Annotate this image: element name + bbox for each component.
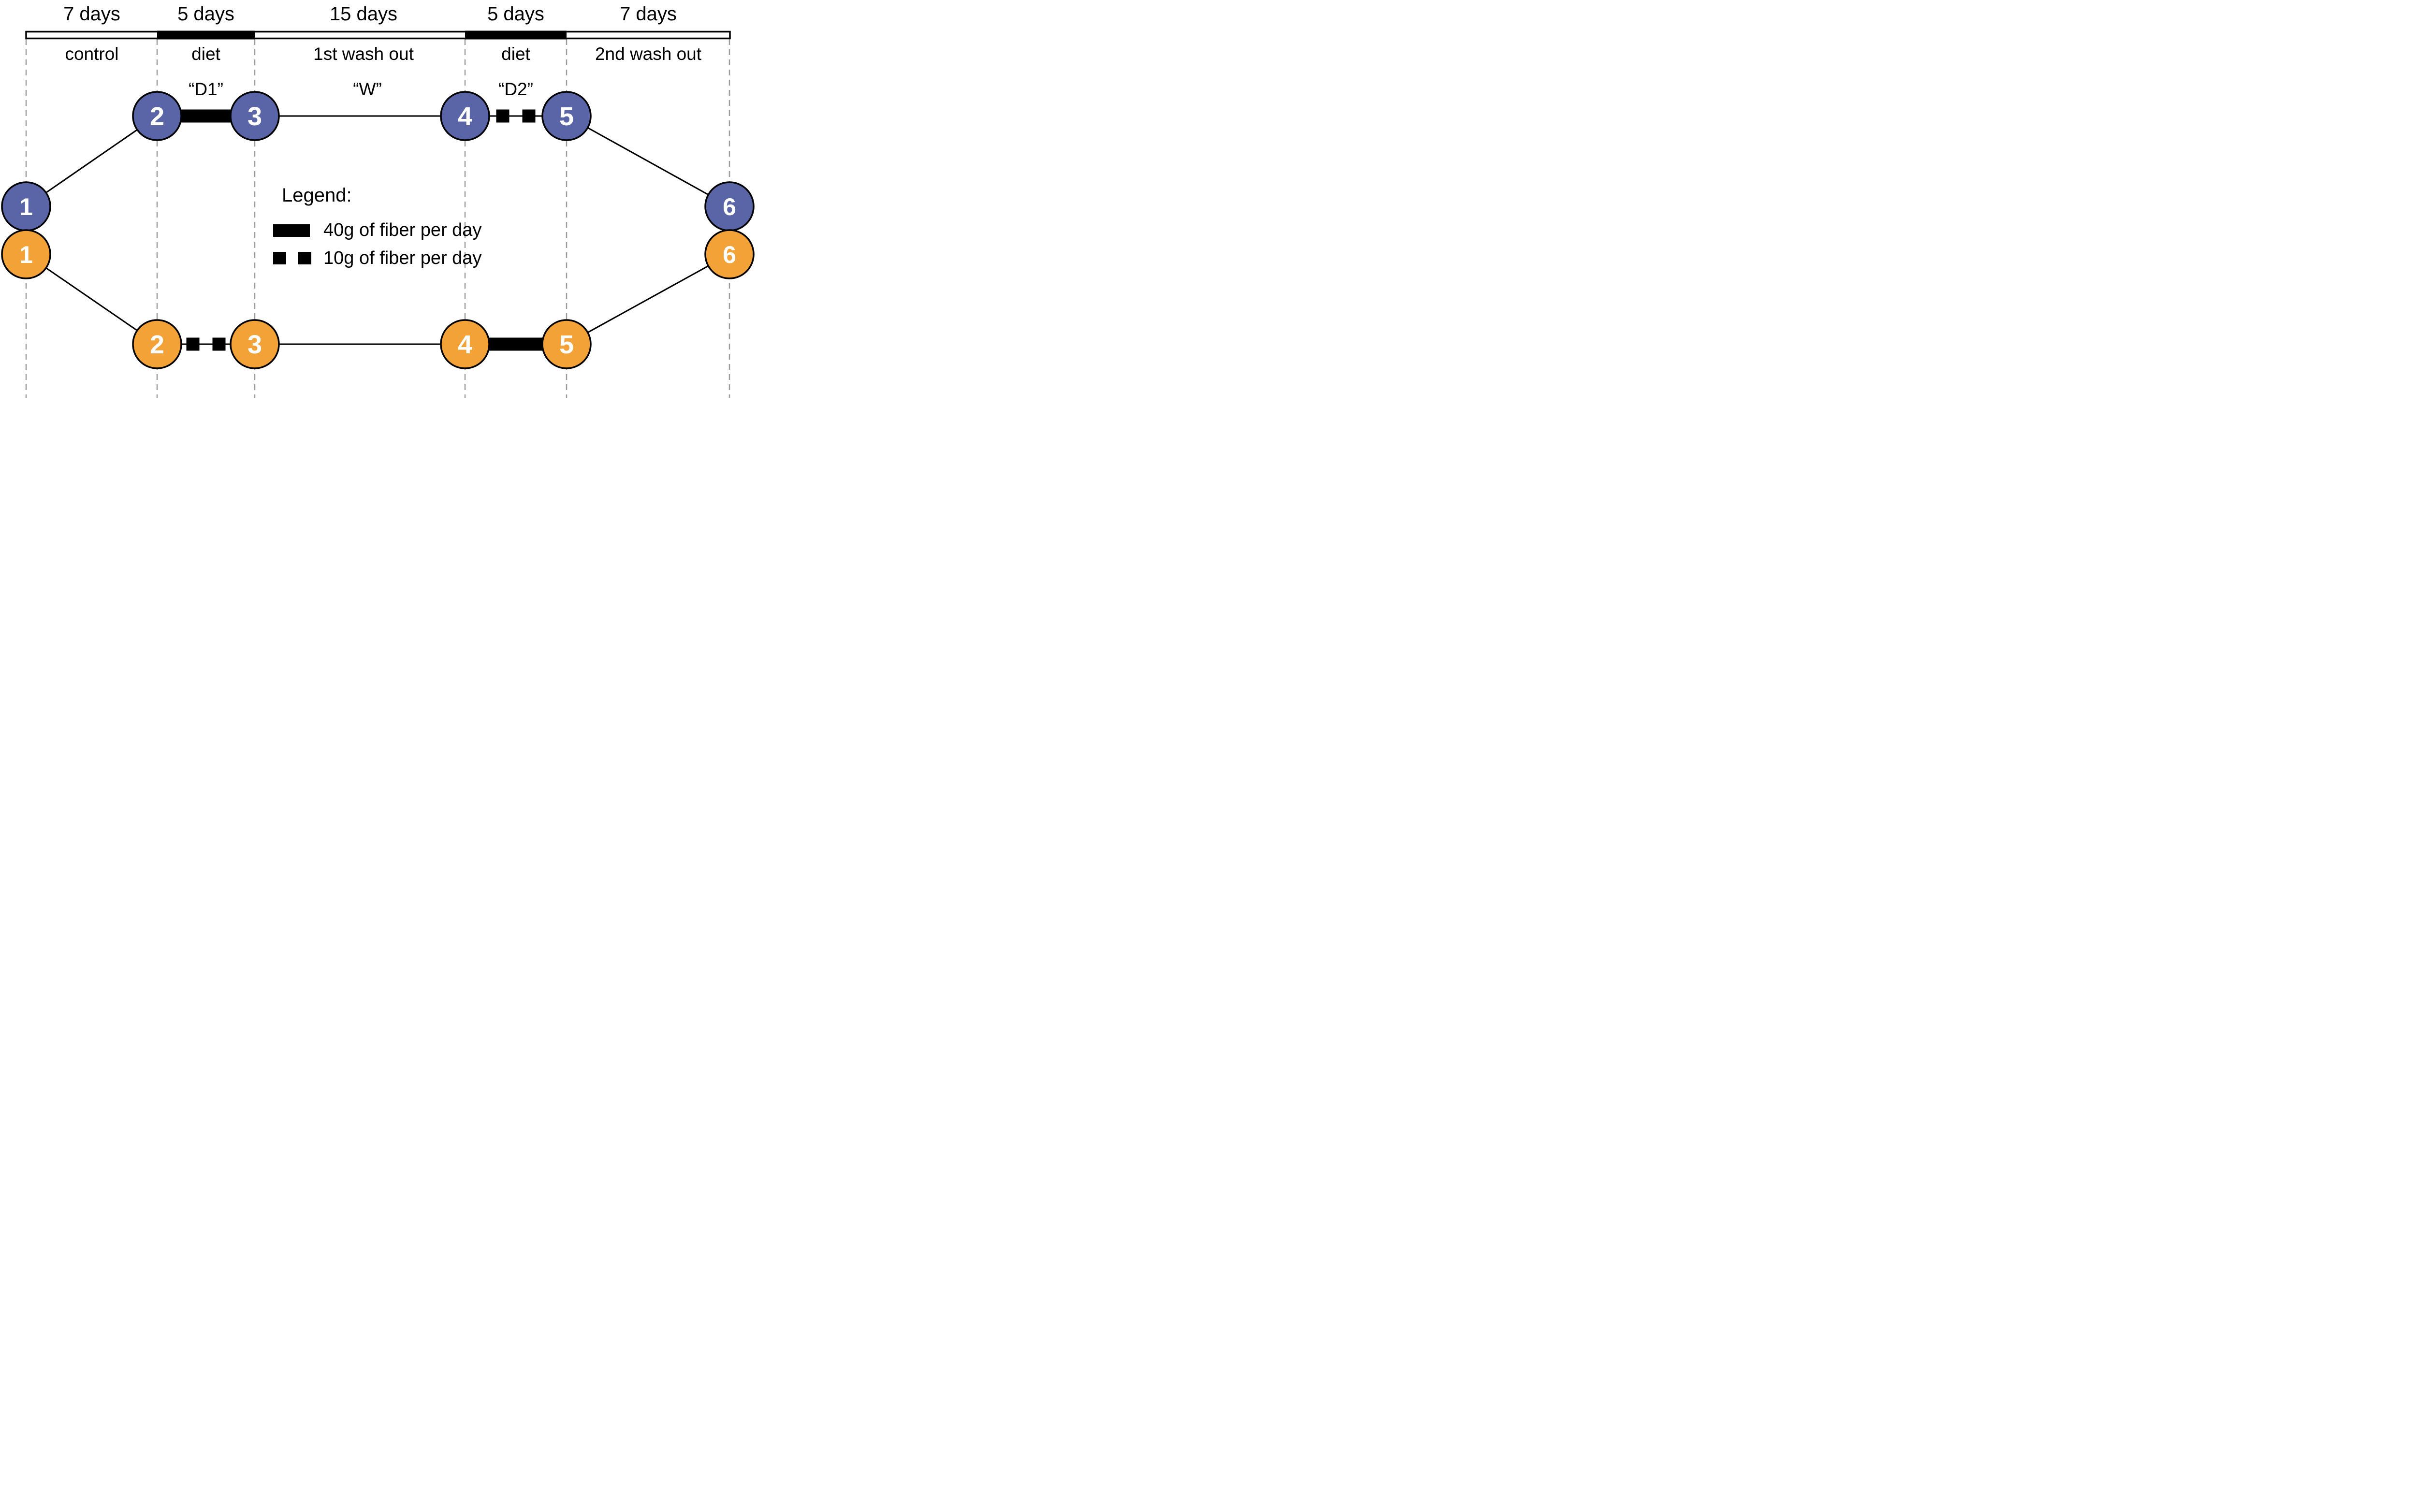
phase-name-washout2: 2nd wash out	[595, 44, 702, 64]
timeline-bar-diet1-segment	[157, 30, 255, 40]
node-orange-4	[440, 319, 490, 369]
dose-10g-square-orange-a	[186, 337, 200, 351]
phase-duration-row: 7 days 5 days 15 days 5 days 7 days	[63, 3, 677, 25]
phase-name-control: control	[65, 44, 118, 64]
connector-orange-5-6	[566, 253, 730, 345]
orange-arm-nodes	[1, 229, 755, 369]
dose-10g-square-blue-b	[522, 109, 536, 123]
node-number-orange-6: 6	[723, 241, 736, 268]
dose-10g-square-blue-a	[496, 109, 510, 123]
dose-10g-square-orange-b	[212, 337, 226, 351]
phase-name-row: control diet 1st wash out diet 2nd wash …	[65, 44, 701, 64]
node-number-orange-4: 4	[458, 330, 472, 359]
timeline-bar	[25, 30, 731, 40]
legend-label-10g: 10g of fiber per day	[323, 248, 481, 268]
blue-arm-nodes	[1, 91, 755, 232]
node-number-blue-5: 5	[559, 102, 574, 131]
connector-blue-1-2	[26, 115, 158, 207]
node-number-blue-1: 1	[19, 193, 33, 220]
study-design-figure: 7 days 5 days 15 days 5 days 7 days cont…	[0, 0, 758, 398]
node-orange-3	[230, 319, 280, 369]
phase-duration-washout2: 7 days	[620, 3, 677, 25]
phase-duration-diet2: 5 days	[487, 3, 544, 25]
node-blue-3	[230, 91, 280, 141]
timeline-bar-outline	[25, 30, 731, 40]
legend-swatch-10g-square-b-icon	[298, 252, 311, 264]
node-number-orange-2: 2	[150, 330, 164, 359]
legend: Legend: 40g of fiber per day 10g of fibe…	[273, 185, 481, 268]
node-orange-5	[541, 319, 592, 369]
legend-swatch-10g-square-a-icon	[273, 252, 286, 264]
phase-code-d1: “D1”	[189, 79, 223, 99]
legend-title: Legend:	[282, 185, 352, 206]
legend-label-40g: 40g of fiber per day	[323, 220, 481, 240]
node-orange-6	[704, 229, 755, 279]
phase-duration-control: 7 days	[63, 3, 120, 25]
orange-arm-node-numbers: 1 2 3 4 5 6	[19, 241, 736, 359]
node-number-blue-4: 4	[458, 102, 472, 131]
phase-duration-washout1: 15 days	[330, 3, 397, 25]
node-number-blue-6: 6	[723, 193, 736, 220]
node-blue-5	[541, 91, 592, 141]
node-number-orange-5: 5	[559, 330, 574, 359]
node-number-blue-3: 3	[248, 102, 262, 131]
node-number-orange-1: 1	[19, 241, 33, 268]
study-design-canvas: 7 days 5 days 15 days 5 days 7 days cont…	[1, 3, 755, 398]
phase-name-washout1: 1st wash out	[313, 44, 414, 64]
timeline-bar-diet2-segment	[465, 30, 567, 40]
legend-swatch-40g-solid-bar-icon	[273, 224, 310, 237]
phase-name-diet1: diet	[191, 44, 220, 64]
connector-orange-1-2	[26, 253, 158, 345]
node-blue-4	[440, 91, 490, 141]
phase-code-row: “D1” “W” “D2”	[189, 79, 533, 99]
node-blue-2	[132, 91, 182, 141]
dose-10g-squares	[186, 109, 536, 351]
phase-name-diet2: diet	[501, 44, 530, 64]
connector-blue-5-6	[566, 115, 730, 207]
phase-code-w: “W”	[353, 79, 382, 99]
blue-arm-node-numbers: 1 2 3 4 5 6	[19, 102, 736, 220]
node-orange-1	[1, 229, 51, 279]
node-number-blue-2: 2	[150, 102, 164, 131]
phase-code-d2: “D2”	[498, 79, 533, 99]
node-orange-2	[132, 319, 182, 369]
node-number-orange-3: 3	[248, 330, 262, 359]
phase-duration-diet1: 5 days	[177, 3, 234, 25]
